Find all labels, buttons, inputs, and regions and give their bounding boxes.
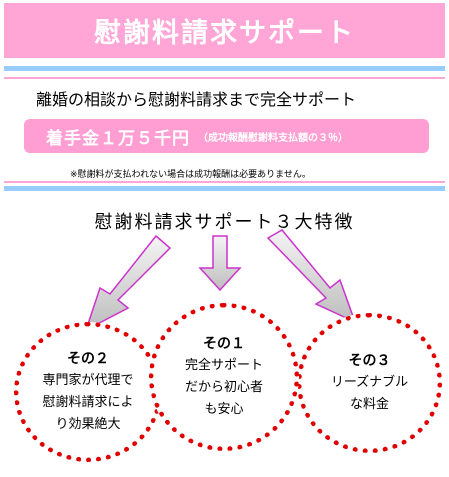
feature-2-title: その２ [67,351,109,367]
feature-3-line: な料金 [349,397,389,412]
arrow-center-icon [198,235,242,292]
divider-blue-bottom [4,186,445,191]
feature-1-line: も安心 [204,402,244,417]
divider-blue-top [4,66,445,71]
divider-pink-top [4,77,445,79]
feature-3-title: その３ [348,353,391,369]
feature-2-line: り効果絶大 [55,417,121,432]
page-banner: 慰謝料請求サポート [4,3,445,58]
arrow-right-icon [266,229,357,324]
fee-box: 着手金１万５千円 （成功報酬慰謝料支払額の３％） [24,119,429,153]
banner-title: 慰謝料請求サポート [94,18,355,49]
feature-1-line: 完全サポート [184,358,263,373]
divider-pink-bottom [4,181,445,183]
feature-circle-2: その２ 専門家が代理で 慰謝料請求によ り効果絶大 [14,322,162,462]
footnote: ※慰謝料が支払われない場合は成功報酬は必要ありません。 [70,170,311,180]
feature-1-line: だから初心者 [184,380,263,395]
feature-3-line: リーズナブル [330,375,409,390]
service-headline: 離婚の相談から慰謝料請求まで完全サポート [36,90,357,109]
success-fee-note: （成功報酬慰謝料支払額の３％） [198,132,348,144]
feature-2-line: 専門家が代理で [42,373,134,388]
feature-2-line: 慰謝料請求によ [42,395,134,410]
feature-circle-1: その１ 完全サポート だから初心者 も安心 [149,303,299,451]
retainer-fee: 着手金１万５千円 [46,128,190,149]
feature-1-title: その１ [203,336,245,352]
feature-circle-3: その３ リーズナブル な料金 [297,313,442,453]
features-title: 慰謝料請求サポート３大特徴 [94,212,355,233]
arrow-left-icon [84,234,172,332]
